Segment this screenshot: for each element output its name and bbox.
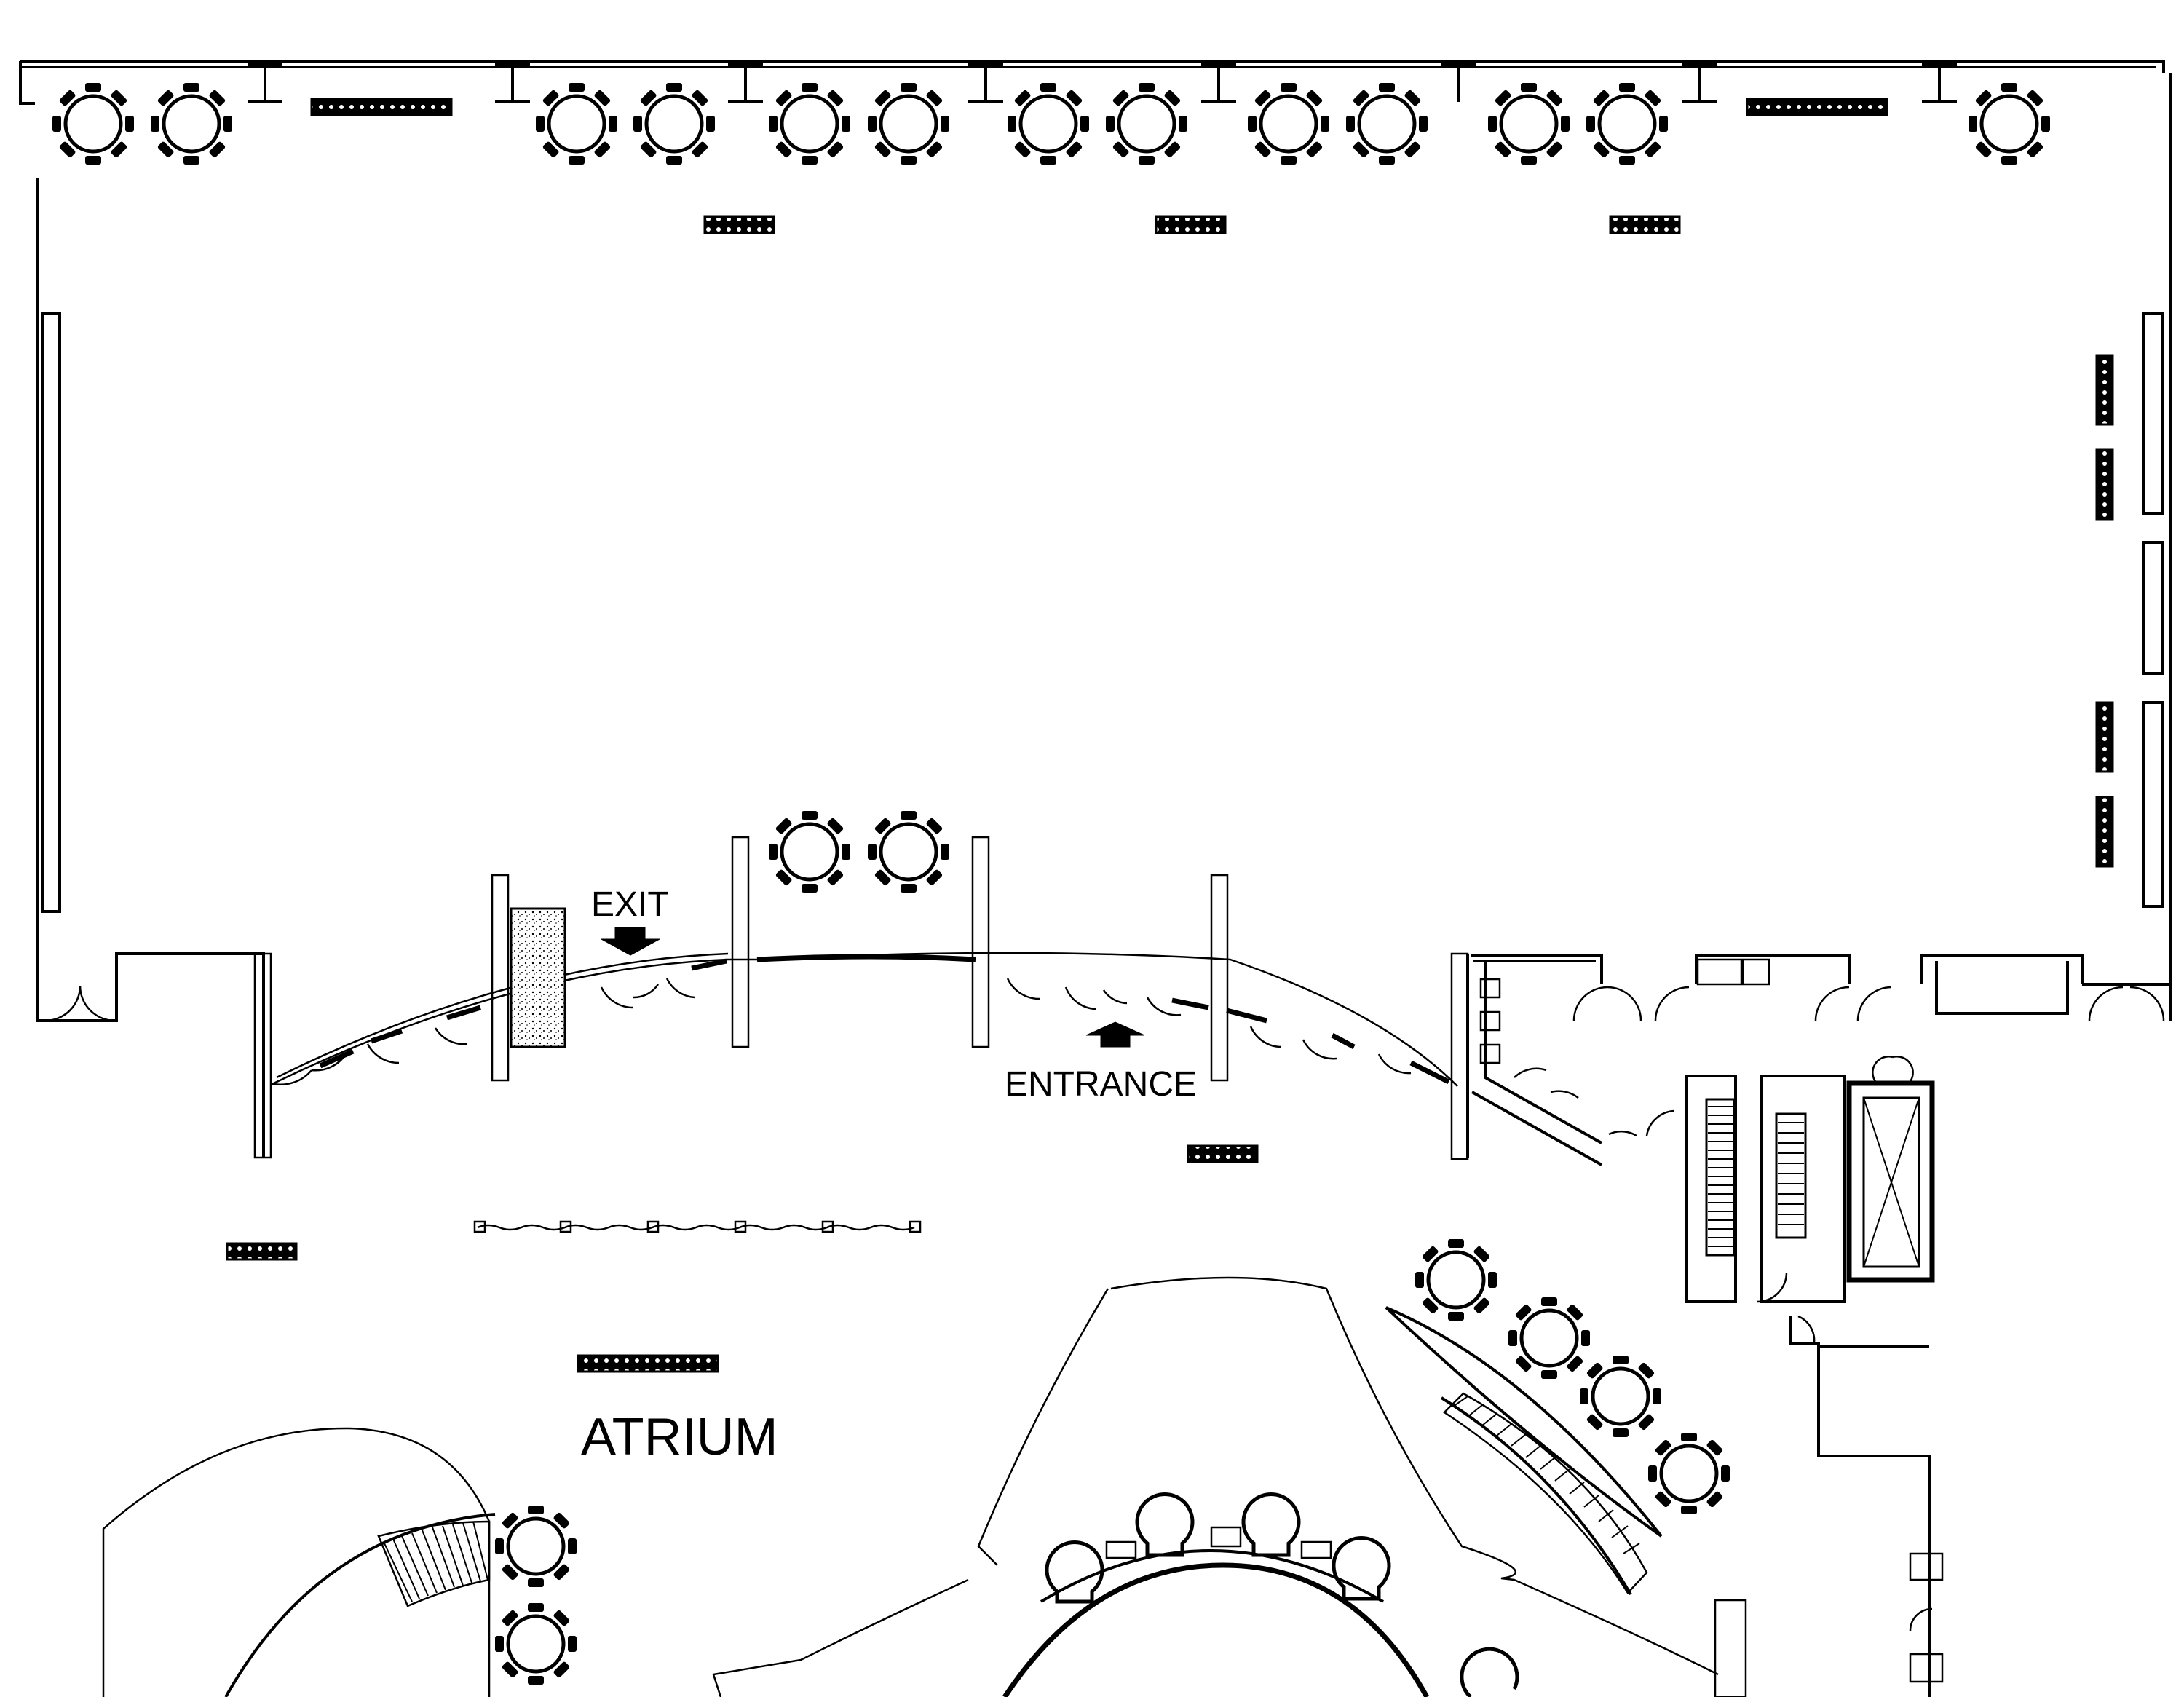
round-table-8-seat-icon xyxy=(1106,83,1187,165)
round-table-8-seat-icon xyxy=(151,83,232,165)
round-table-8-seat-icon xyxy=(1248,83,1329,165)
round-table-8-seat-icon xyxy=(1415,1239,1497,1321)
buffet-station-icon xyxy=(1155,215,1227,234)
atrium-feature-left xyxy=(102,1427,496,1697)
buffet-station-icon xyxy=(2095,701,2114,773)
west-wall xyxy=(36,178,61,1016)
buffet-station-icon xyxy=(703,215,775,234)
round-table-8-seat-icon xyxy=(52,83,134,165)
round-table-8-seat-icon xyxy=(495,1506,577,1587)
buffet-station-icon xyxy=(1609,215,1681,234)
stairs-icon xyxy=(1705,1098,1736,1257)
round-table-8-seat-icon xyxy=(495,1603,577,1685)
arrow-up-icon xyxy=(1085,1021,1145,1048)
buffet-station-icon xyxy=(577,1354,719,1373)
round-table-8-seat-icon xyxy=(868,83,949,165)
buffet-station-icon xyxy=(2095,796,2114,868)
atrium-label: ATRIUM xyxy=(581,1408,778,1466)
arrow-down-icon xyxy=(601,927,660,956)
round-table-8-seat-icon xyxy=(1648,1433,1730,1514)
stairs-icon xyxy=(1775,1112,1807,1239)
curved-partition-wall xyxy=(270,952,1458,1087)
round-table-8-seat-icon xyxy=(769,811,850,893)
stair-core xyxy=(1685,1056,1944,1697)
buffet-station-icon xyxy=(2095,448,2114,521)
buffet-station-icon xyxy=(1187,1144,1259,1163)
round-table-8-seat-icon xyxy=(633,83,715,165)
buffet-station-icon xyxy=(1746,98,1888,116)
east-wall xyxy=(2142,73,2172,1016)
round-table-8-seat-icon xyxy=(1969,83,2050,165)
north-wall xyxy=(19,60,2165,105)
round-table-8-seat-icon xyxy=(536,83,617,165)
bar-counter-east xyxy=(1466,954,1675,1166)
entrance-label: ENTRANCE xyxy=(1005,1065,1197,1104)
round-table-8-seat-icon xyxy=(1586,83,1668,165)
round-table-8-seat-icon xyxy=(1346,83,1428,165)
curved-wall-doors xyxy=(270,978,1412,1085)
north-wall-columns xyxy=(248,63,1957,103)
round-table-8-seat-icon xyxy=(769,83,850,165)
screen-panel xyxy=(510,907,566,1048)
round-table-8-seat-icon xyxy=(1008,83,1089,165)
exit-sign: EXIT xyxy=(591,885,669,956)
round-table-8-seat-icon xyxy=(1488,83,1570,165)
buffet-station-icon xyxy=(310,98,453,116)
ballroom-south-wall-west xyxy=(36,952,272,1159)
ballroom-south-wall-east xyxy=(1471,954,2172,1021)
atrium-rope-divider xyxy=(473,1220,922,1233)
atrium-feature-east xyxy=(1385,1306,1663,1596)
entrance-sign: ENTRANCE xyxy=(1005,1021,1197,1104)
elevator-icon xyxy=(1862,1096,1920,1268)
buffet-station-icon xyxy=(2095,354,2114,426)
round-table-8-seat-icon xyxy=(1580,1356,1661,1437)
buffet-stations xyxy=(226,98,2114,1373)
atrium-central-rotunda xyxy=(712,1276,1719,1697)
round-tables xyxy=(52,83,2050,1685)
exit-label: EXIT xyxy=(591,885,669,924)
buffet-station-icon xyxy=(226,1242,298,1261)
round-table-8-seat-icon xyxy=(868,811,949,893)
partition-pillars xyxy=(491,836,1469,1160)
round-table-8-seat-icon xyxy=(1508,1297,1590,1379)
